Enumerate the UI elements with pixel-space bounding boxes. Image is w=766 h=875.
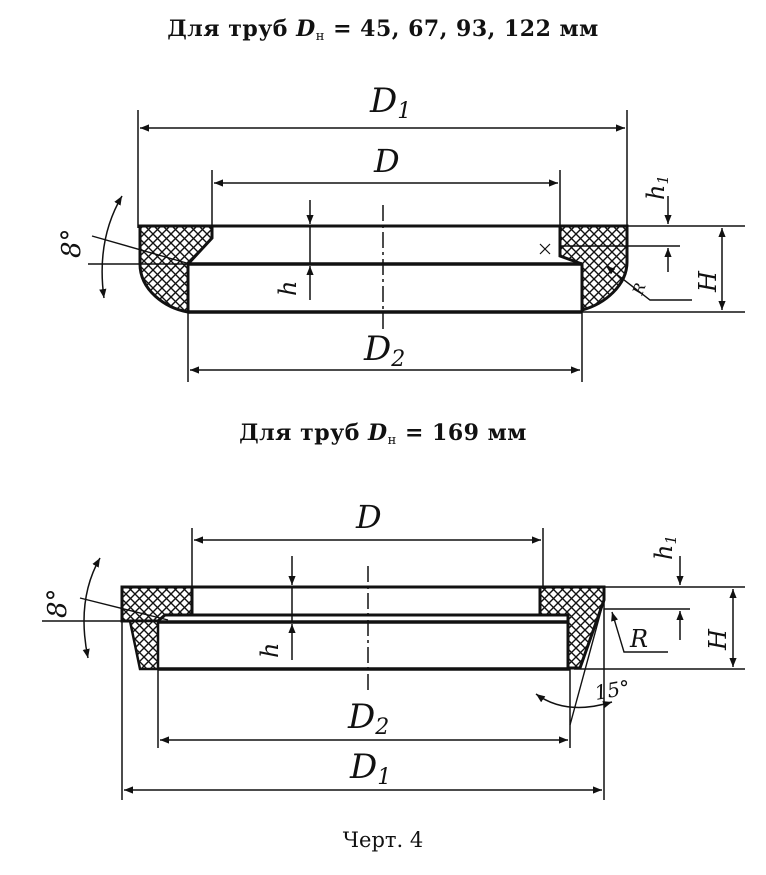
- bottom-h1-label: h1: [650, 535, 680, 560]
- bottom-R-label: R: [629, 625, 648, 653]
- top-h-label: h: [274, 281, 302, 296]
- bottom-15-label: 15°: [593, 675, 632, 705]
- bottom-left-seal-section: [120, 585, 194, 623]
- drawing-caption: Черт. 4: [342, 828, 424, 852]
- top-D2-label: D2: [363, 329, 405, 372]
- top-R-label: R: [629, 281, 650, 299]
- bottom-h-label: h: [256, 643, 284, 658]
- drawing-title-bottom: Для труб Dн = 169 мм: [0, 420, 766, 448]
- top-angle-arc: [99, 195, 123, 299]
- bottom-seal-drawing: [42, 528, 745, 800]
- title-bottom-sub: н: [387, 433, 397, 448]
- title-top-sub: н: [315, 29, 325, 44]
- top-D1-label: D1: [369, 81, 411, 124]
- top-seal-drawing: [88, 110, 745, 382]
- bottom-D2-label: D2: [347, 697, 389, 740]
- bottom-right-seal-section: [538, 585, 606, 670]
- top-angle-label: 8°: [57, 228, 87, 258]
- bottom-D1-label: D1: [349, 747, 391, 790]
- title-bottom-suffix: = 169 мм: [404, 420, 527, 446]
- title-top-var: D: [296, 16, 316, 42]
- bottom-8-label: 8°: [43, 588, 73, 618]
- bottom-8-angle-arc: [82, 557, 101, 659]
- bottom-H-label: H: [704, 628, 732, 651]
- title-top-prefix: Для труб: [167, 16, 288, 42]
- title-bottom-var: D: [368, 420, 388, 446]
- drawing-title-top: Для труб Dн = 45, 67, 93, 122 мм: [0, 16, 766, 44]
- top-D-label: D: [373, 142, 400, 180]
- top-left-seal-section: [138, 224, 214, 314]
- bottom-15-angle-arc: [535, 693, 613, 709]
- title-bottom-prefix: Для труб: [239, 420, 360, 446]
- title-top-suffix: = 45, 67, 93, 122 мм: [333, 16, 599, 42]
- bottom-D-label: D: [355, 498, 382, 536]
- top-H-label: H: [694, 270, 722, 293]
- top-h1-label: h1: [642, 175, 672, 200]
- top-right-seal-section: [558, 224, 629, 312]
